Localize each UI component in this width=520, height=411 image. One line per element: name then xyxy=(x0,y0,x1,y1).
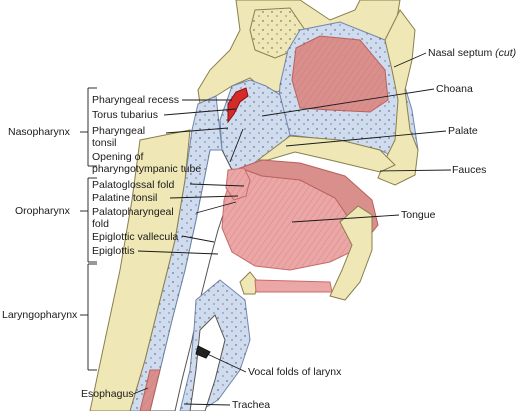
labels: Nasal septum (cut) Choana Palate Fauces … xyxy=(2,47,516,411)
texture-overlay xyxy=(140,370,160,411)
label-choana: Choana xyxy=(436,83,473,95)
label-pharyngeal-tonsil-line2: tonsil xyxy=(92,137,117,149)
label-palatine-tonsil: Palatine tonsil xyxy=(92,192,157,204)
texture-overlay xyxy=(226,168,250,200)
label-opening-line2: pharyngotympanic tube xyxy=(92,163,201,175)
region-laryngopharynx: Laryngopharynx xyxy=(2,309,78,321)
label-torus-tubarius: Torus tubarius xyxy=(92,109,158,121)
cervical-column xyxy=(89,129,191,411)
laryngeal-cavity xyxy=(189,314,226,411)
region-oropharynx: Oropharynx xyxy=(15,205,71,217)
pharyngeal-tonsil xyxy=(227,87,249,124)
label-epiglottic-vallecula: Epiglottic vallecula xyxy=(92,231,179,243)
label-pharyngeal-recess: Pharyngeal recess xyxy=(92,94,179,106)
label-opening-line1: Opening of xyxy=(92,151,143,163)
label-vocal-folds: Vocal folds of larynx xyxy=(248,366,342,378)
label-palatoglossal-fold: Palatoglossal fold xyxy=(92,179,174,191)
mandible xyxy=(329,205,373,301)
label-esophagus: Esophagus xyxy=(81,388,134,400)
texture-overlay xyxy=(130,96,222,411)
label-tongue: Tongue xyxy=(401,209,436,221)
label-nasal-septum: Nasal septum (cut) xyxy=(428,47,516,59)
leader-lines xyxy=(80,52,452,406)
hyoid-muscle-band xyxy=(254,279,333,293)
label-palate: Palate xyxy=(448,125,478,137)
label-fauces: Fauces xyxy=(452,164,486,176)
label-palatopharyngeal-line1: Palatopharyngeal xyxy=(92,206,174,218)
region-nasopharynx: Nasopharynx xyxy=(8,126,71,138)
label-palatopharyngeal-line2: fold xyxy=(92,218,109,230)
label-trachea: Trachea xyxy=(232,399,270,411)
external-nose xyxy=(377,9,419,186)
label-epiglottis: Epiglottis xyxy=(92,245,135,257)
texture-overlay xyxy=(292,36,388,112)
label-pharyngeal-tonsil-line1: Pharyngeal xyxy=(92,125,145,137)
